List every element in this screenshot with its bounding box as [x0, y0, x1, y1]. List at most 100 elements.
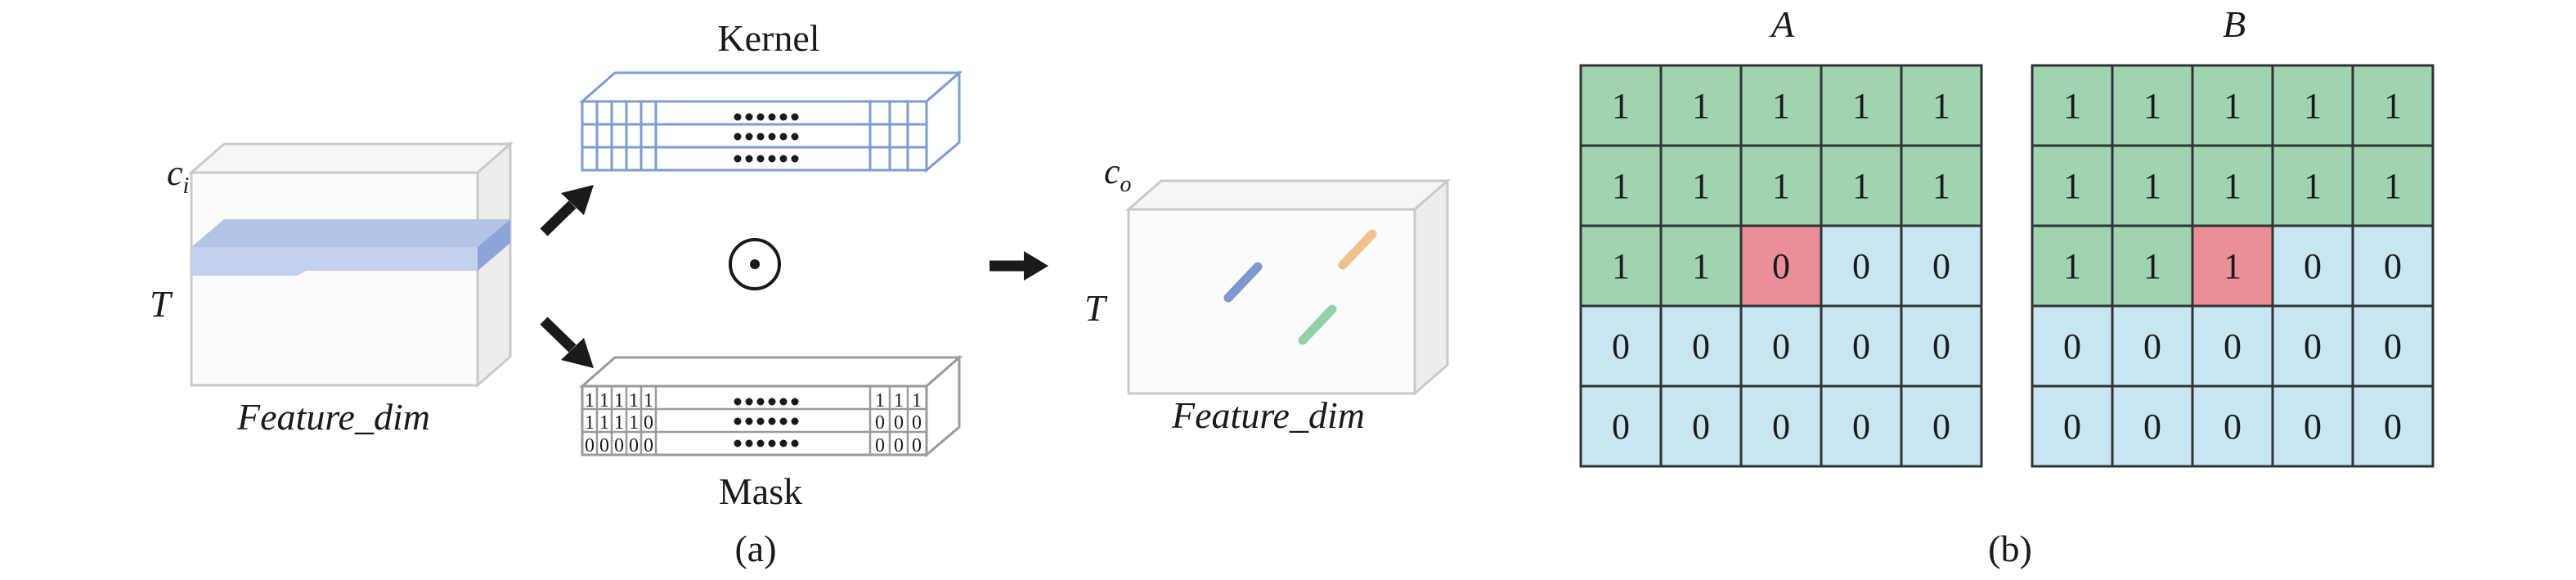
mask-value: 1 [912, 390, 922, 411]
matrix-cell-value: 1 [2063, 86, 2081, 126]
panel-a: ci T Feature_dim Kernel [150, 17, 1451, 569]
matrix-cell [2191, 304, 2274, 388]
input-slice-top [191, 219, 510, 247]
panel-a-caption: (a) [734, 528, 776, 569]
output-feature-blue [1223, 262, 1263, 303]
matrix-cell [1659, 384, 1743, 468]
to-output-arrow [990, 251, 1048, 281]
matrix-cell-value: 0 [1932, 246, 1950, 286]
matrix-cell [1900, 384, 1983, 468]
matrix-cell-value: 0 [2384, 326, 2402, 366]
matrix-cell [1739, 384, 1823, 468]
matrix-cell-value: 1 [2384, 86, 2402, 126]
matrix-cell-value: 0 [1772, 246, 1790, 286]
matrix-cell-value: 1 [2224, 166, 2242, 206]
matrix-cell [1659, 224, 1743, 308]
matrix-cell [2351, 144, 2435, 227]
mask-value: 1 [614, 412, 624, 434]
mask-value: 0 [644, 435, 653, 456]
matrix-cell-value: 1 [1772, 166, 1790, 206]
matrix-cell-value: 1 [1852, 166, 1870, 206]
matrix-cell [2351, 384, 2435, 468]
matrix-cell-value: 0 [2224, 326, 2242, 366]
output-time-label: T [1084, 287, 1108, 329]
mask-value: 0 [599, 435, 609, 456]
matrix-cell-value: 0 [2143, 407, 2161, 447]
matrix-cell [2031, 304, 2114, 388]
matrix-cell-value: 0 [1932, 407, 1950, 447]
mask-grid-lines [582, 386, 927, 455]
mask-top-face [579, 356, 963, 388]
matrix-cell-value: 1 [1692, 246, 1710, 286]
input-to-kernel-arrow [540, 185, 594, 236]
matrix-cell-value: 1 [1692, 166, 1710, 206]
matrix-cell [2351, 64, 2435, 147]
mask-value: 0 [614, 435, 624, 456]
matrix-cell-value: 0 [2384, 246, 2402, 286]
matrix-cell [1739, 144, 1823, 227]
mask-value: 0 [875, 435, 885, 456]
mask-value: 1 [894, 390, 904, 411]
matrix-cell [2351, 224, 2435, 308]
mask-value: 1 [644, 390, 653, 411]
output-block-side-face [1413, 178, 1449, 397]
matrix-cell-value: 1 [1612, 246, 1630, 286]
output-feature-green [1298, 304, 1337, 345]
matrix-cell-value: 1 [2304, 86, 2322, 126]
matrix-cell [2271, 304, 2354, 388]
mask-value: 1 [599, 390, 609, 411]
output-block-top-face [1125, 179, 1451, 211]
matrix-cell [1900, 144, 1983, 227]
mask-value: 0 [585, 435, 595, 456]
input-feature-block: ci T Feature_dim [150, 141, 514, 438]
matrix-cell-value: 1 [1612, 86, 1630, 126]
matrix-cell-value: 0 [1612, 407, 1630, 447]
input-slice-side [478, 219, 510, 271]
matrix-cell [1659, 304, 1743, 388]
mask-value: 1 [629, 412, 639, 434]
output-channel-label: co [1104, 151, 1132, 197]
matrix-cell [2191, 384, 2274, 468]
matrix-cell-value: 1 [2143, 166, 2161, 206]
panel-b-caption: (b) [1988, 528, 2032, 569]
matrix-cell-value: 0 [1932, 326, 1950, 366]
matrix-cell [1579, 384, 1663, 468]
matrix-cell-value: 0 [2224, 407, 2242, 447]
mask-value: 0 [912, 412, 922, 434]
matrix-cell [1900, 224, 1983, 308]
matrix-cell-value: 0 [1852, 407, 1870, 447]
matrix-cell-value: 1 [2224, 86, 2242, 126]
input-channel-label: ci [167, 153, 189, 199]
matrix-cell-value: 1 [2063, 166, 2081, 206]
matrix-cell [1900, 64, 1983, 147]
input-feature-label: Feature_dim [236, 396, 430, 438]
mask-value: 0 [644, 412, 653, 434]
hadamard-operator [729, 238, 781, 290]
mask-value: 1 [614, 390, 624, 411]
matrix-cell [2111, 64, 2194, 147]
matrix-cell-value: 0 [1692, 407, 1710, 447]
mask-value: 1 [585, 390, 595, 411]
kernel-label: Kernel [717, 17, 819, 59]
kernel-block: Kernel [579, 17, 963, 173]
matrix-cell-value: 1 [2143, 246, 2161, 286]
kernel-grid-lines [582, 101, 927, 170]
kernel-front-face [581, 100, 928, 172]
matrix-cell-value: 1 [2063, 246, 2081, 286]
matrix-cell-value: 0 [2063, 326, 2081, 366]
matrix-cell [1659, 64, 1743, 147]
matrix-cell [2111, 384, 2194, 468]
matrix-cell-value: 0 [1852, 326, 1870, 366]
output-feature-label: Feature_dim [1171, 394, 1365, 436]
matrix-cell [1820, 304, 1903, 388]
matrix-cell [1739, 64, 1823, 147]
mask-value: 0 [894, 435, 904, 456]
mask-value: 1 [599, 412, 609, 434]
mask-value: 0 [894, 412, 904, 434]
matrix-cell-value: 1 [1852, 86, 1870, 126]
matrix-cell [2111, 304, 2194, 388]
input-block-front-face [190, 171, 479, 387]
matrix-cell-value: 0 [1852, 246, 1870, 286]
matrix-cell-value: 1 [1612, 166, 1630, 206]
